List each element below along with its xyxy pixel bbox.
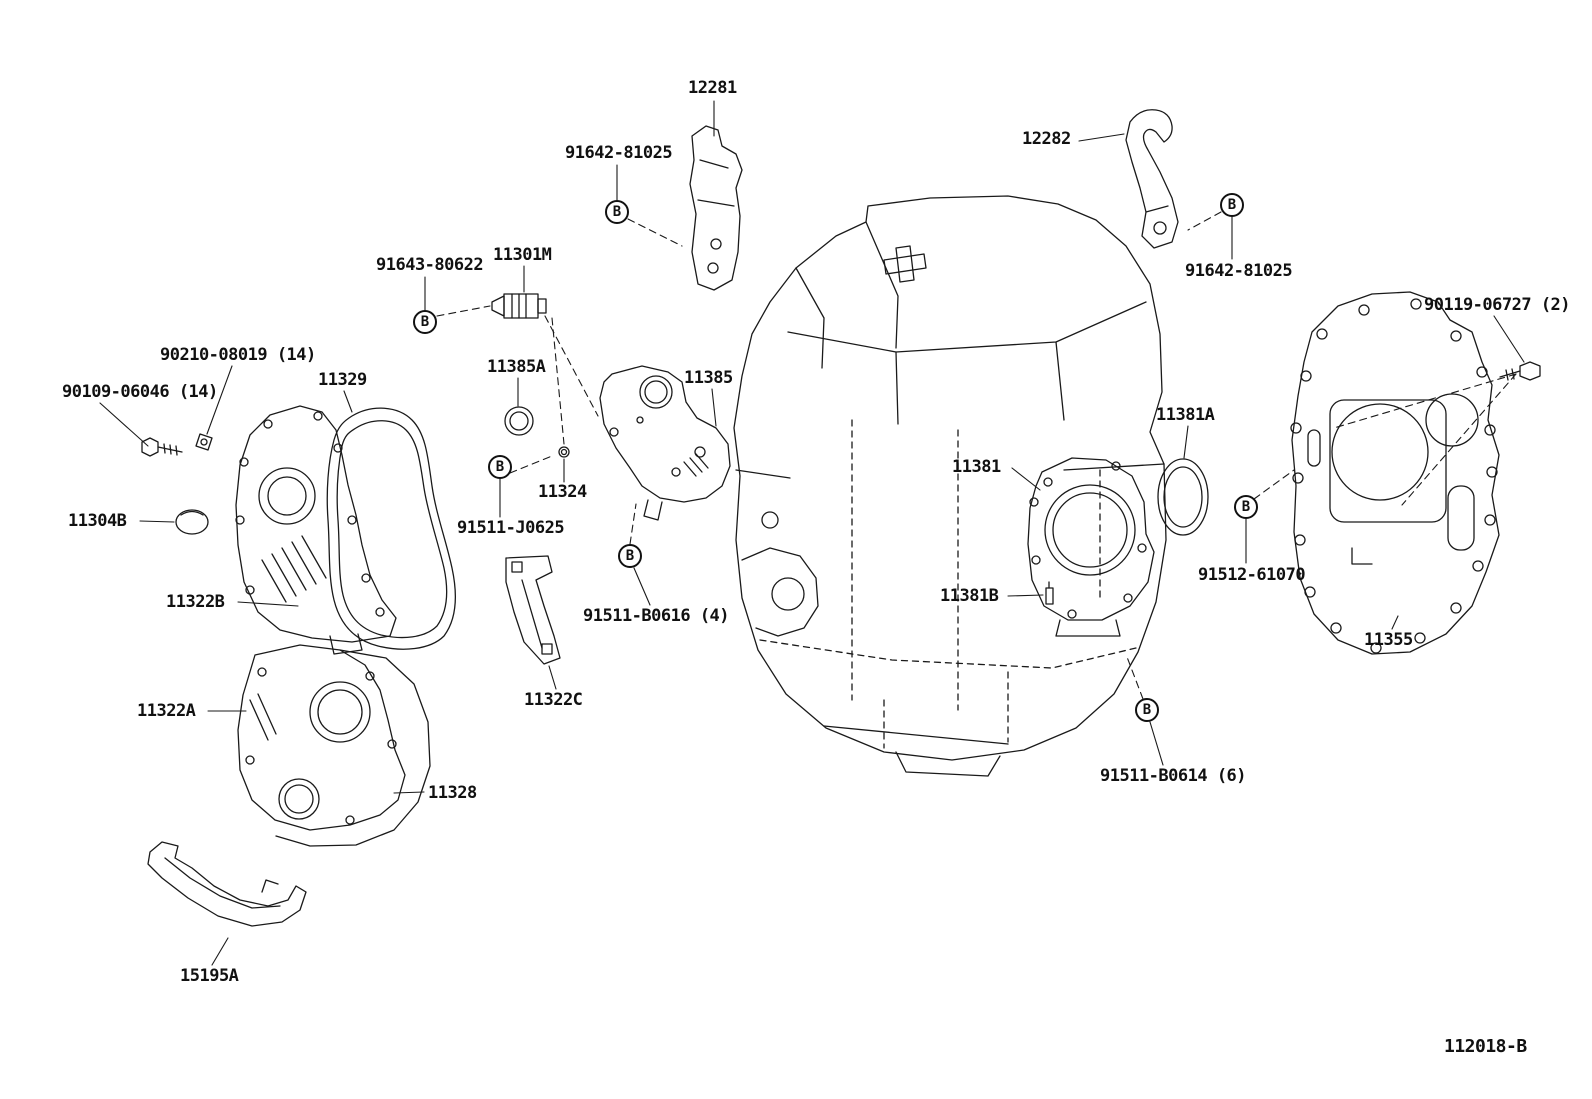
rear-end-plate-11355-drawing	[1290, 291, 1500, 655]
bracket-12281-drawing	[689, 125, 743, 291]
seal-ring-11385A-drawing	[504, 406, 534, 436]
dashed-leader-lines	[436, 211, 1517, 700]
diagram-code: 112018-B	[1444, 1036, 1527, 1057]
plug-11304B-drawing	[175, 509, 209, 535]
bolt-note-marker-2: B	[1220, 193, 1244, 217]
bolt-90119-drawing	[1499, 361, 1541, 381]
oil-seal-11381A-drawing	[1157, 458, 1209, 536]
part-label-11324: 11324	[538, 482, 587, 502]
part-label-90210-08019-14-: 90210-08019 (14)	[160, 345, 316, 365]
stud-11324-drawing	[558, 446, 570, 458]
timing-cover-11328-drawing	[237, 644, 431, 847]
part-label-11304b: 11304B	[68, 511, 127, 531]
guide-15195A-drawing	[147, 841, 307, 927]
part-label-11329: 11329	[318, 370, 367, 390]
pin-11381B-drawing	[1045, 581, 1054, 605]
part-label-91511-j0625: 91511-J0625	[457, 518, 565, 538]
engine-block-drawing	[733, 195, 1167, 777]
nut-90210-drawing	[195, 433, 213, 451]
leader-lines	[99, 100, 1525, 966]
bracket-12282-drawing	[1125, 109, 1179, 249]
plate-11385-drawing	[599, 365, 731, 521]
part-label-11381b: 11381B	[940, 586, 999, 606]
part-label-91512-61070: 91512-61070	[1198, 565, 1306, 585]
bolt-note-marker-3: B	[413, 310, 437, 334]
part-label-11381: 11381	[952, 457, 1001, 477]
bolt-note-marker-5: B	[618, 544, 642, 568]
part-label-11328: 11328	[428, 783, 477, 803]
part-label-11381a: 11381A	[1156, 405, 1215, 425]
part-label-91642-81025: 91642-81025	[565, 143, 673, 163]
part-label-91643-80622: 91643-80622	[376, 255, 484, 275]
part-label-15195a: 15195A	[180, 966, 239, 986]
timing-cover-11322B-drawing	[235, 405, 397, 655]
part-label-11301m: 11301M	[493, 245, 552, 265]
bolt-90109-drawing	[141, 437, 183, 457]
sensor-11301M-drawing	[491, 293, 547, 319]
bolt-note-marker-7: B	[1135, 698, 1159, 722]
part-label-91642-81025: 91642-81025	[1185, 261, 1293, 281]
bolt-note-marker-6: B	[1234, 495, 1258, 519]
part-label-11385: 11385	[684, 368, 733, 388]
bolt-note-marker-1: B	[605, 200, 629, 224]
part-label-11385a: 11385A	[487, 357, 546, 377]
gasket-11329-drawing	[326, 407, 456, 650]
bracket-11322C-drawing	[505, 555, 561, 665]
part-label-91511-b0616-4-: 91511-B0616 (4)	[583, 606, 730, 626]
part-label-12281: 12281	[688, 78, 737, 98]
seal-housing-11381-drawing	[1027, 457, 1155, 637]
part-label-91511-b0614-6-: 91511-B0614 (6)	[1100, 766, 1247, 786]
part-label-12282: 12282	[1022, 129, 1071, 149]
part-label-90109-06046-14-: 90109-06046 (14)	[62, 382, 218, 402]
part-label-90119-06727-2-: 90119-06727 (2)	[1424, 295, 1571, 315]
part-label-11322c: 11322C	[524, 690, 583, 710]
part-label-11322b: 11322B	[166, 592, 225, 612]
bolt-note-marker-4: B	[488, 455, 512, 479]
part-label-11355: 11355	[1364, 630, 1413, 650]
part-label-11322a: 11322A	[137, 701, 196, 721]
